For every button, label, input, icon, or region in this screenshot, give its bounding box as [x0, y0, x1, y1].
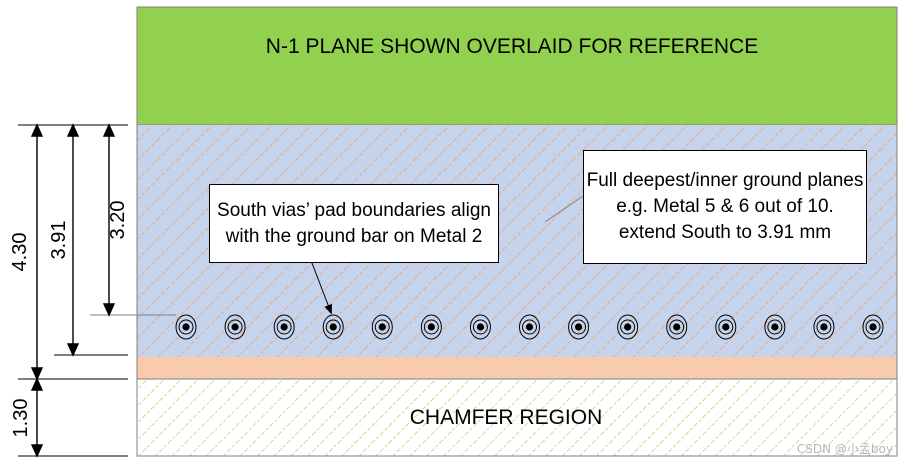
- via-drill: [820, 323, 828, 331]
- via: [175, 314, 197, 340]
- via: [469, 314, 491, 340]
- via: [666, 314, 688, 340]
- via-pad-outline: [617, 314, 639, 340]
- dimension-label-3-20: 3.20: [107, 201, 129, 240]
- via-callout: South vias’ pad boundaries align with th…: [209, 184, 499, 263]
- plane-outline: [136, 6, 898, 457]
- via: [568, 314, 590, 340]
- via-drill: [722, 323, 730, 331]
- via-pad-outline: [715, 314, 737, 340]
- n-1-plane: [136, 6, 898, 126]
- via: [273, 314, 295, 340]
- via: [371, 314, 393, 340]
- via-drill: [476, 323, 485, 331]
- via: [224, 314, 246, 340]
- watermark: CSDN @小孟boy: [796, 442, 893, 456]
- via: [617, 314, 639, 340]
- via-ring: [865, 319, 881, 335]
- chamfer-region-hatch: [137, 379, 897, 456]
- via-ring: [423, 319, 439, 335]
- via: [813, 314, 835, 340]
- ground-callout-line: extend South to 3.91 mm: [618, 222, 832, 243]
- via-pad-outline: [862, 314, 884, 340]
- via-drill: [280, 323, 288, 331]
- chamfer-region-label: CHAMFER REGION: [410, 406, 603, 429]
- dimension-label-3-91: 3.91: [48, 221, 70, 260]
- via-pad-outline: [764, 314, 786, 340]
- via-pad-outline: [519, 314, 540, 340]
- dimension-arrows: [30, 123, 116, 458]
- via-ring: [178, 319, 194, 335]
- via-ring: [522, 319, 537, 335]
- via-pad-outline: [322, 314, 344, 340]
- via-ring: [227, 319, 243, 335]
- via-drill: [574, 323, 583, 331]
- via: [862, 314, 884, 340]
- via-callout-line: with the ground bar on Metal 2: [225, 225, 483, 247]
- via-drill: [771, 323, 779, 331]
- pink-band: [137, 357, 897, 379]
- ground-callout-line: e.g. Metal 5 & 6 out of 10.: [616, 196, 834, 217]
- via-drill: [673, 323, 681, 331]
- ground-plane-callout: Full deepest/inner ground planes e.g. Me…: [583, 150, 867, 264]
- via-pad-outline: [224, 314, 246, 340]
- via-pad-outline: [420, 314, 442, 340]
- via-drill: [182, 323, 190, 331]
- via-drill: [378, 323, 386, 331]
- dimension-label-4-30: 4.30: [9, 233, 31, 272]
- via-pad-outline: [469, 314, 491, 340]
- ground-callout-leader: [544, 195, 584, 223]
- via: [519, 314, 540, 340]
- via-ring: [472, 319, 488, 335]
- via: [322, 314, 344, 340]
- via-ring: [374, 319, 390, 335]
- via-ring: [276, 319, 292, 335]
- via-ring: [571, 319, 587, 335]
- via-pad-outline: [273, 314, 295, 340]
- via-ring: [767, 319, 783, 335]
- via-callout-leader: [311, 262, 332, 315]
- via-drill: [427, 323, 435, 331]
- n-1-plane-label: N-1 PLANE SHOWN OVERLAID FOR REFERENCE: [266, 35, 758, 58]
- via-pad-outline: [175, 314, 197, 340]
- dimension-label-1-30: 1.30: [10, 399, 32, 438]
- via-ring: [816, 319, 832, 335]
- via-pad-outline: [666, 314, 688, 340]
- via-pad-outline: [813, 314, 835, 340]
- via-pad-outline: [371, 314, 393, 340]
- via-drill: [525, 323, 534, 331]
- via-ring: [718, 319, 734, 335]
- via-ring: [620, 319, 636, 335]
- via-drill: [869, 323, 877, 331]
- ground-callout-line: Full deepest/inner ground planes: [586, 170, 864, 191]
- via-ring: [669, 319, 685, 335]
- via-drill: [624, 323, 632, 331]
- via: [715, 314, 737, 340]
- via: [420, 314, 442, 340]
- via-row: [175, 314, 884, 340]
- via: [764, 314, 786, 340]
- via-drill: [329, 323, 337, 331]
- via-pad-outline: [568, 314, 590, 340]
- via-callout-line: South vias’ pad boundaries align: [217, 199, 491, 221]
- via-ring: [325, 319, 341, 335]
- via-drill: [231, 323, 239, 331]
